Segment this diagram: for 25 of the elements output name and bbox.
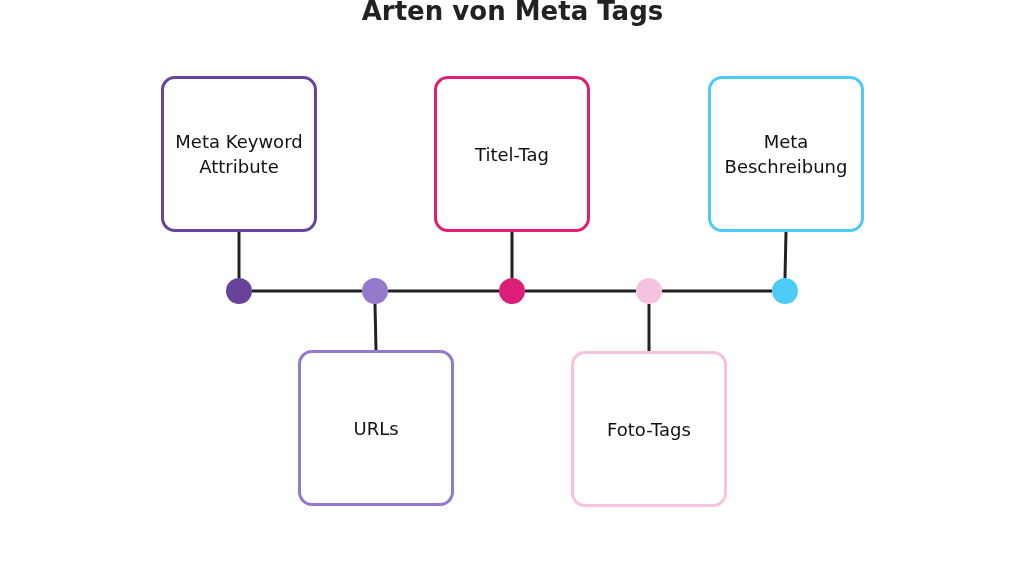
box-label: URLs [352,416,400,441]
connector-line [662,289,772,293]
timeline-dot [499,278,525,304]
connector-line [647,304,651,351]
connector-line [525,289,636,293]
connector-line [510,232,514,278]
box-label: Titel-Tag [474,142,550,167]
box-label: Foto-Tags [606,417,692,442]
box-label: Meta Beschreibung [723,130,849,179]
timeline-dot [226,278,252,304]
timeline-dot [636,278,662,304]
connector-line [373,303,378,351]
connector-line [237,232,241,278]
label-box [298,350,454,506]
connector-line [783,231,788,279]
connector-line [388,289,499,293]
label-box [161,76,317,232]
label-box [434,76,590,232]
label-box [571,351,727,507]
timeline-dot [362,278,388,304]
connector-line [252,289,362,293]
diagram-title: Arten von Meta Tags [360,0,665,26]
label-box [708,76,864,232]
timeline-dot [772,278,798,304]
box-label: Meta Keyword Attribute [174,130,304,179]
